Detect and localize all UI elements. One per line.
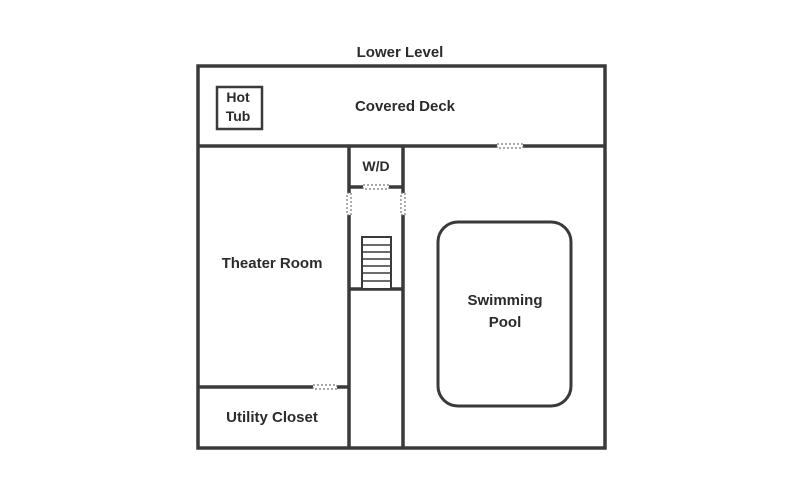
floor-title: Lower Level [357,44,444,61]
hot-tub-label-line1: Hot [226,89,250,105]
door-pool-corridor [400,192,406,216]
swimming-pool-label-line2: Pool [489,314,522,331]
swimming-pool-label-line1: Swimming [467,292,542,309]
swimming-pool-outline [436,220,573,408]
theater-room-label: Theater Room [222,255,323,272]
door-utility-closet [312,384,338,390]
utility-closet-label: Utility Closet [226,409,318,426]
hot-tub-label-line2: Tub [226,108,251,124]
washer-dryer-label: W/D [362,158,389,174]
door-wd [362,184,390,190]
door-theater-corridor [346,192,352,216]
covered-deck-label: Covered Deck [355,98,456,115]
stairs [361,236,392,290]
door-pool-deck [496,143,524,149]
hot-tub-outline [215,85,264,131]
